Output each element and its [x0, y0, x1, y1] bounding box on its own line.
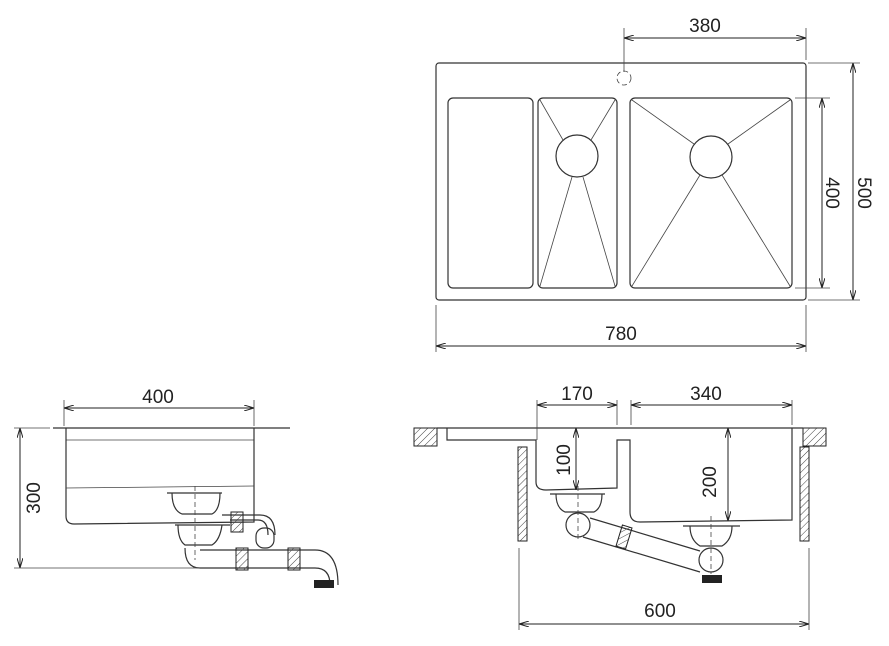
trap-small	[565, 512, 591, 538]
drainboard	[447, 97, 534, 289]
waste-pipes	[184, 514, 339, 586]
dim-large-bowl-depth: 200	[700, 466, 721, 498]
pipe-nut	[230, 511, 244, 533]
dim-overall-depth: 500	[853, 177, 874, 209]
tap-hole-icon	[616, 70, 632, 86]
cabinet-wall-right	[799, 446, 810, 542]
dim-overall-width: 780	[605, 324, 637, 345]
dim-small-bowl-width: 170	[561, 384, 593, 405]
trap	[255, 527, 275, 549]
front-view: 170 340 100 200 600	[413, 384, 827, 630]
top-view: 380 780 400 500	[435, 16, 874, 352]
large-bowl	[629, 97, 793, 289]
pipe-nut-front	[615, 524, 633, 550]
dim-large-bowl-width: 340	[690, 384, 722, 405]
small-bowl	[537, 97, 618, 289]
pipe-nut	[287, 547, 301, 571]
large-drain	[689, 135, 733, 179]
outlet-front	[702, 575, 722, 583]
countertop-right	[802, 427, 827, 447]
bowl-profile	[65, 428, 255, 525]
dim-small-bowl-depth: 100	[554, 444, 575, 476]
outlet	[314, 580, 334, 588]
drain-strainers	[167, 492, 230, 546]
dim-bowl-width: 400	[142, 387, 174, 408]
sink-profile	[437, 427, 803, 523]
connector-pipe	[582, 517, 701, 573]
countertop-left	[413, 427, 438, 447]
small-drain	[555, 134, 599, 178]
side-view: 400 300	[14, 387, 339, 588]
dim-bowl-depth: 400	[821, 177, 842, 209]
dim-total-height: 300	[24, 482, 45, 514]
dim-tap-offset: 380	[689, 16, 721, 37]
cabinet-wall-left	[517, 446, 528, 542]
drain-strainers-front	[550, 493, 740, 547]
pipe-nut	[235, 547, 249, 571]
dim-cabinet-width: 600	[644, 601, 676, 622]
sink-outline	[435, 62, 807, 301]
bowl-slope-lines	[539, 99, 791, 287]
